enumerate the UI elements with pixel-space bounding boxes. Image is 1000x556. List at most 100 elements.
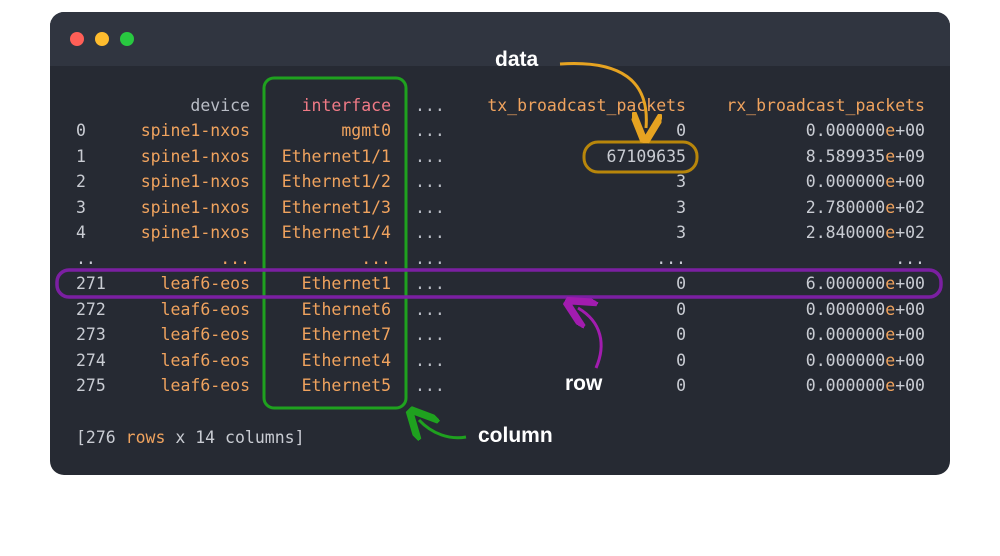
data-label: data [495,48,539,71]
cell-interface: ... [361,248,391,268]
rx-exponent: +00 [895,172,925,191]
rx-mantissa: 2.840000 [805,223,886,242]
cell-device: leaf6-eos [160,376,250,395]
header-interface: interface [301,96,391,115]
row-index: 1 [76,146,86,166]
cell-rx-broadcast: ... [700,249,925,269]
cell-tx-broadcast: ... [656,248,686,268]
rx-mantissa: 0.000000 [805,325,886,344]
rx-exponent: +00 [895,350,925,370]
cell-rx-broadcast: 0.000000e+00 [700,351,925,371]
close-button[interactable] [70,32,84,46]
cell-rx-broadcast: 0.000000e+00 [700,325,925,345]
cell-interface: Ethernet1 [301,274,391,293]
cell-rx-broadcast: 0.000000e+00 [700,376,925,396]
header-rx-broadcast-packets: rx_broadcast_packets [726,96,925,115]
cell-device: leaf6-eos [160,350,250,370]
rx-exponent-e: e [885,197,896,217]
row-index: .. [76,248,96,268]
rx-mantissa: ... [895,248,925,268]
cell-interface: Ethernet4 [301,350,391,370]
cell-tx-broadcast: 0 [676,376,686,395]
cell-rx-broadcast: 0.000000e+00 [700,172,925,192]
minimize-button[interactable] [95,32,109,46]
rx-exponent: +00 [895,121,925,140]
header-ellipsis: ... [415,96,445,115]
cell-tx-broadcast: 0 [676,121,686,140]
rx-exponent: +09 [895,146,925,166]
row-label: row [565,372,603,395]
cell-tx-broadcast: 3 [676,223,686,242]
cell-rx-broadcast: 0.000000e+00 [700,300,925,320]
cell-tx-broadcast: 0 [676,325,686,344]
row-index: 275 [76,376,106,395]
rx-mantissa: 0.000000 [805,376,886,395]
cell-device: spine1-nxos [140,197,250,217]
cell-rx-broadcast: 0.000000e+00 [700,121,925,141]
rx-exponent: +00 [895,325,925,344]
cell-tx-broadcast: 3 [676,197,686,217]
cell-interface: Ethernet1/3 [281,197,391,217]
row-index: 2 [76,172,86,191]
cell-tx-broadcast: 0 [676,350,686,370]
cell-device: spine1-nxos [140,146,250,166]
rx-exponent: +00 [895,274,925,293]
cell-device: ... [220,248,250,268]
cell-rx-broadcast: 8.589935e+09 [700,147,925,167]
cell-rx-broadcast: 6.000000e+00 [700,274,925,294]
cell-ellipsis: ... [415,325,445,344]
rx-exponent-e: e [885,121,896,140]
cell-ellipsis: ... [415,172,445,191]
maximize-button[interactable] [120,32,134,46]
row-index: 272 [76,299,106,319]
row-index: 273 [76,325,106,344]
cell-interface: Ethernet6 [301,299,391,319]
header-device: device [190,96,250,115]
rx-exponent-e: e [885,172,896,191]
cell-ellipsis: ... [415,223,445,242]
cell-interface: mgmt0 [341,121,391,140]
cell-ellipsis: ... [415,121,445,140]
row-index: 3 [76,197,86,217]
terminal-window [50,12,950,475]
rx-exponent-e: e [885,299,896,319]
cell-tx-broadcast: 3 [676,172,686,191]
rx-exponent-e: e [885,350,896,370]
cell-device: spine1-nxos [140,223,250,242]
table-summary: [276 rows x 14 columns] [76,428,305,447]
cell-tx-broadcast: 67109635 [606,146,686,166]
rx-exponent: +02 [895,223,925,242]
rx-mantissa: 6.000000 [805,274,886,293]
cell-interface: Ethernet7 [301,325,391,344]
cell-ellipsis: ... [415,299,445,319]
rx-exponent: +00 [895,376,925,395]
cell-tx-broadcast: 0 [676,299,686,319]
rx-mantissa: 0.000000 [805,172,886,191]
row-index: 0 [76,121,86,140]
cell-interface: Ethernet1/2 [281,172,391,191]
cell-rx-broadcast: 2.840000e+02 [700,223,925,243]
cell-ellipsis: ... [415,376,445,395]
header-tx-broadcast-packets: tx_broadcast_packets [487,96,686,115]
cell-rx-broadcast: 2.780000e+02 [700,198,925,218]
cell-interface: Ethernet1/1 [281,146,391,166]
rx-mantissa: 0.000000 [805,299,886,319]
cell-device: spine1-nxos [140,172,250,191]
rx-mantissa: 0.000000 [805,350,886,370]
rx-mantissa: 8.589935 [805,146,886,166]
cell-interface: Ethernet1/4 [281,223,391,242]
rx-exponent: +02 [895,197,925,217]
row-index: 4 [76,223,86,242]
cell-device: leaf6-eos [160,325,250,344]
cell-interface: Ethernet5 [301,376,391,395]
column-label: column [478,424,553,447]
cell-ellipsis: ... [415,350,445,370]
row-index: 274 [76,350,106,370]
row-index: 271 [76,274,106,293]
rx-mantissa: 2.780000 [805,197,886,217]
cell-ellipsis: ... [415,146,445,166]
cell-device: leaf6-eos [160,299,250,319]
rx-exponent-e: e [885,274,896,293]
cell-device: spine1-nxos [140,121,250,140]
cell-ellipsis: ... [415,248,445,268]
